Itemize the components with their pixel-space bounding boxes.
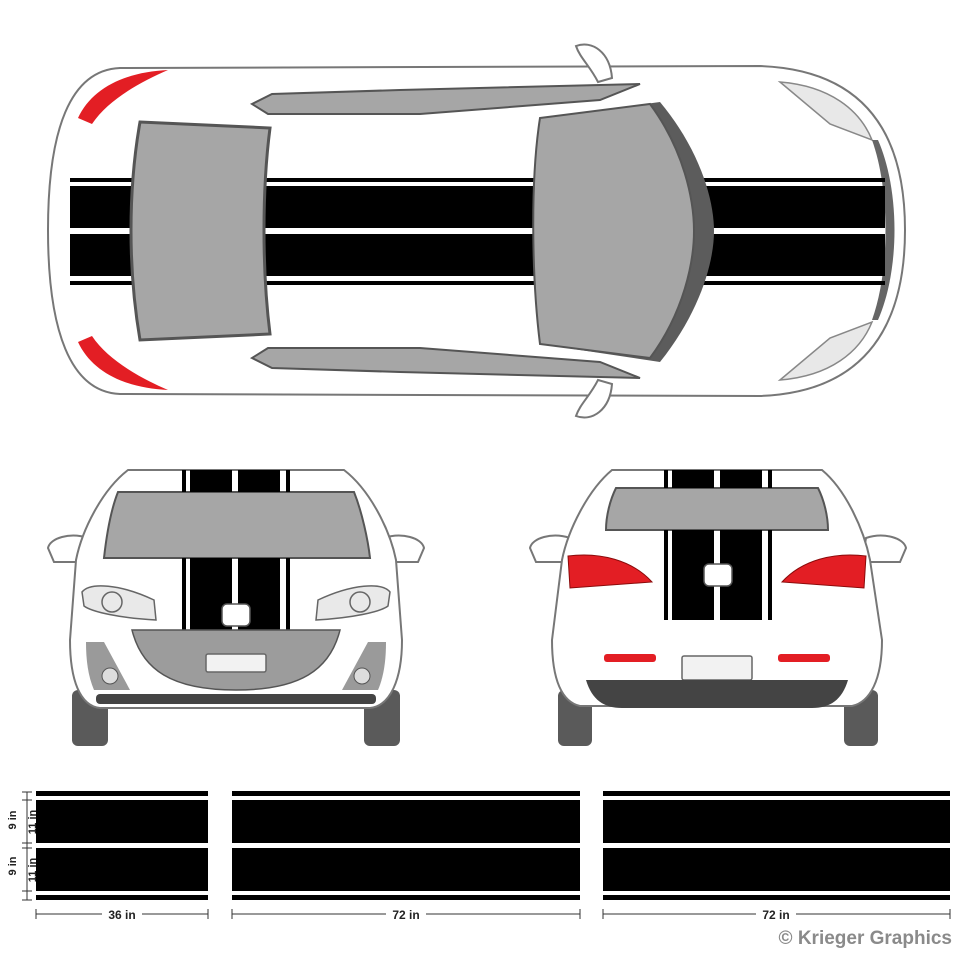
side-window-left — [249, 83, 641, 115]
piece-a-outer-bottom — [36, 895, 208, 900]
top-stripe-outer-left — [70, 178, 885, 182]
top-stripe-outer-right — [70, 281, 885, 285]
headlight-top-left — [777, 81, 874, 142]
front-license-plate — [205, 653, 267, 673]
piece-b-inner-top — [232, 800, 580, 843]
rear-tail-light-right — [780, 554, 867, 589]
piece-a-outer-top — [36, 791, 208, 796]
rear-stripe-roof-inner-left — [672, 470, 714, 488]
front-emblem — [221, 603, 251, 627]
front-headlight-left — [81, 585, 157, 621]
piece-c-outer-bottom — [603, 895, 950, 900]
rear-stripe-roof-outer-right — [768, 470, 772, 488]
car-rear-view — [528, 469, 908, 746]
front-stripe-roof-outer-right — [286, 470, 290, 492]
rear-reflector-right — [778, 654, 830, 662]
rear-window — [129, 120, 272, 342]
front-headlight-right — [315, 585, 391, 621]
rear-diffuser — [586, 680, 848, 708]
copyright-credit: © Krieger Graphics — [778, 928, 952, 949]
piece-b-outer-top — [232, 791, 580, 796]
rear-reflector-left — [604, 654, 656, 662]
width-label-b: 72 in — [392, 908, 419, 922]
side-window-right — [249, 347, 641, 379]
rear-emblem — [703, 563, 733, 587]
front-windshield — [102, 491, 372, 559]
front-headlight-right-lens — [349, 591, 371, 613]
mirror-top-right — [574, 378, 614, 419]
height-label-inner-bottom: 11 in — [27, 857, 39, 882]
stripe-pieces — [36, 791, 950, 900]
front-stripe-hood-outer-right — [286, 558, 290, 630]
front-lower-lip — [96, 694, 376, 704]
rear-stripe-trunk-outer-left — [664, 530, 668, 620]
height-label-outer-top: 9 in — [7, 810, 19, 829]
rear-stripe-roof-inner-right — [720, 470, 762, 488]
headlight-top-right — [777, 320, 874, 381]
rear-tail-light-left — [567, 554, 654, 589]
front-bumper-top — [872, 140, 895, 320]
rear-stripe-trunk-outer-right — [768, 530, 772, 620]
piece-c-inner-top — [603, 800, 950, 843]
rear-stripe-roof-outer-left — [664, 470, 668, 488]
piece-c-outer-top — [603, 791, 950, 796]
front-stripe-hood-outer-left — [182, 558, 186, 630]
piece-b-inner-bottom — [232, 848, 580, 891]
piece-c-inner-bottom — [603, 848, 950, 891]
front-stripe-roof-outer-left — [182, 470, 186, 492]
height-label-inner-top: 11 in — [27, 809, 39, 834]
front-fog-left — [86, 642, 130, 690]
front-stripe-roof-inner-right — [238, 470, 280, 492]
front-fog-right-lens — [353, 667, 371, 685]
width-label-c: 72 in — [762, 908, 789, 922]
width-label-a: 36 in — [108, 908, 135, 922]
car-front-view — [46, 469, 426, 746]
windshield-glass — [532, 102, 696, 360]
piece-a-inner-top — [36, 800, 208, 843]
car-top-view — [46, 43, 907, 419]
height-label-outer-bottom: 9 in — [7, 856, 19, 875]
front-fog-right — [342, 642, 386, 690]
rear-glass — [604, 487, 830, 531]
piece-b-outer-bottom — [232, 895, 580, 900]
tail-light-top-right — [78, 336, 168, 390]
mirror-top-left — [574, 43, 614, 84]
front-fog-left-lens — [101, 667, 119, 685]
piece-a-inner-bottom — [36, 848, 208, 891]
front-stripe-roof-inner-left — [190, 470, 232, 492]
rear-license-plate — [681, 655, 753, 681]
front-headlight-left-lens — [101, 591, 123, 613]
tail-light-top-left — [78, 70, 168, 124]
